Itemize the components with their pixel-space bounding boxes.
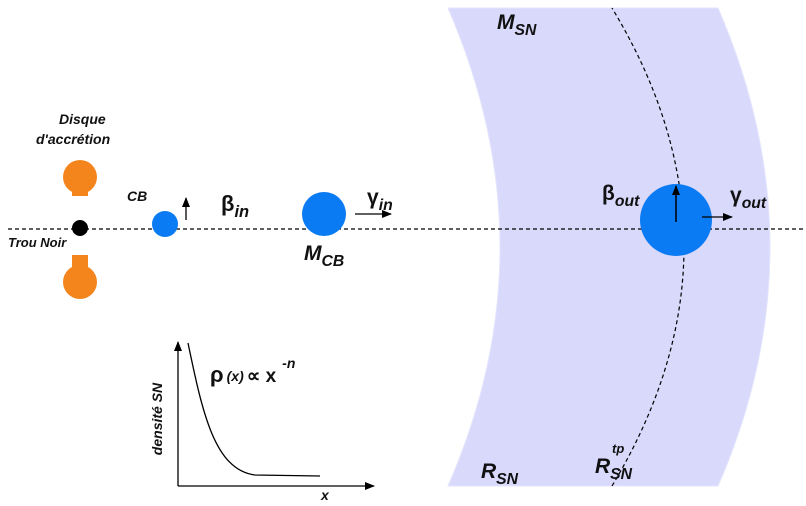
gamma-out-subscript: out — [741, 194, 767, 212]
beta-out-symbol: β — [602, 182, 615, 205]
m-cb-subscript: CB — [321, 252, 345, 270]
beta-out-subscript: out — [614, 192, 640, 210]
gamma-out-symbol: γ — [730, 184, 742, 207]
beta-in-subscript: in — [234, 202, 250, 221]
beta-in-label: βin — [221, 191, 249, 221]
m-cb-symbol: M — [304, 242, 322, 265]
gamma-in-label: γin — [367, 186, 393, 213]
r-sn-tp-label: RSN — [595, 455, 632, 482]
density-x-label: x — [321, 487, 329, 503]
accretion-label-line1: Disque — [59, 111, 106, 127]
m-sn-subscript: SN — [514, 21, 537, 39]
beta-out-label: βout — [602, 182, 639, 209]
black-hole — [72, 220, 88, 236]
beta-in-symbol: β — [221, 191, 235, 216]
cannonball-small — [152, 211, 178, 237]
gamma-in-subscript: in — [378, 196, 393, 214]
r-sn-subscript: SN — [496, 470, 519, 488]
r-sn-label: RSN — [481, 460, 518, 487]
density-formula: ρ(x)∝ x -n — [210, 356, 295, 387]
m-sn-symbol: M — [497, 11, 515, 34]
density-curve — [187, 342, 321, 477]
formula-rho: ρ — [210, 362, 224, 387]
density-y-label: densité SN — [149, 382, 165, 456]
r-sn-symbol: R — [481, 460, 497, 483]
cb-label: CB — [127, 188, 148, 204]
r-sn-tp-subscript: SN — [610, 465, 633, 483]
m-cb-label: MCB — [304, 242, 344, 269]
formula-exponent: -n — [282, 355, 296, 371]
black-hole-label: Trou Noir — [8, 235, 67, 250]
accretion-label-line2: d'accrétion — [36, 131, 111, 147]
r-sn-tp-superscript: tp — [612, 441, 625, 456]
cannonball-medium — [302, 192, 346, 236]
gamma-out-label: γout — [730, 184, 766, 211]
formula-relation: ∝ x — [246, 366, 277, 387]
accretion-disk — [63, 160, 97, 299]
formula-arg: (x) — [226, 368, 244, 384]
r-sn-tp-symbol: R — [595, 455, 611, 478]
gamma-in-symbol: γ — [367, 186, 379, 209]
m-sn-label: MSN — [497, 11, 536, 38]
supernova-shell — [447, 7, 771, 487]
